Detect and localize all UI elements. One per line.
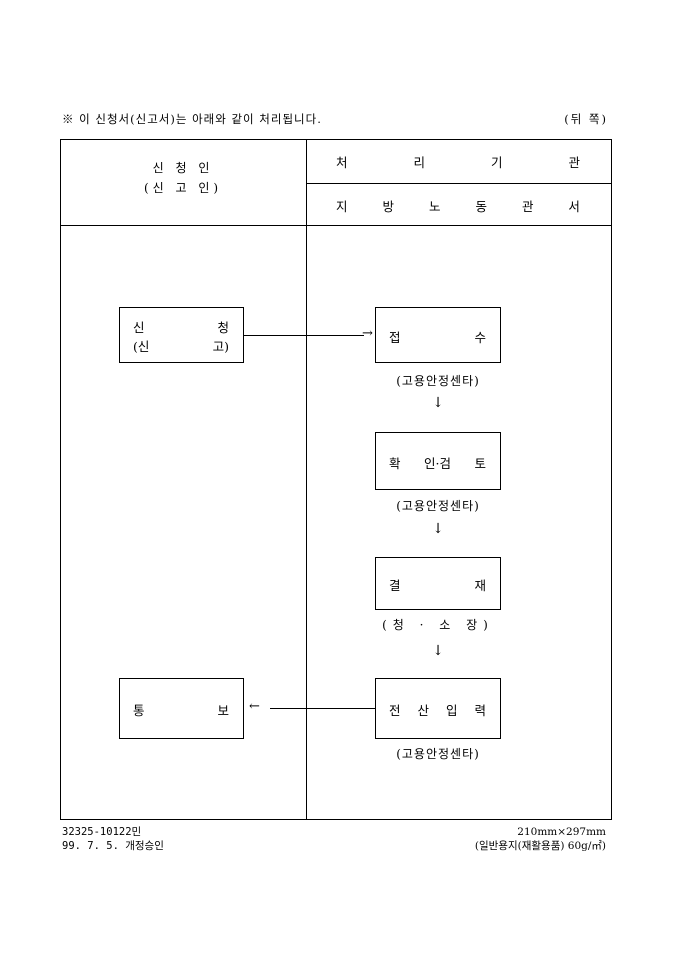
paper-spec-block: 210mm×297mm (일반용지(재활용품) 60g/㎡) [430,825,606,853]
arrow-down-icon: ↓ [432,395,444,411]
header-divider [61,225,611,226]
process-table [60,139,612,820]
notify-char: 통 [133,703,145,718]
step-char: 입 [445,703,458,718]
apply-char: 청 [217,320,229,335]
notify-char: 보 [217,703,229,718]
step-approval-caption: (청 · 소 장) [382,618,494,632]
office-char: 동 [475,199,487,214]
paper-size: 210mm×297mm [517,826,606,838]
office-char: 관 [521,199,534,214]
office-char: 방 [382,199,394,214]
labor-office-header: 지 방 노 동 관 서 [336,196,580,215]
step-char: 결 [389,578,401,593]
arrow-right-icon: → [362,326,373,341]
paper-type: (일반용지(재활용품) 60g/㎡) [474,840,606,852]
step-char: 확 [389,456,401,471]
agency-char: 기 [490,155,503,170]
arrow-to-receipt-line [244,335,364,336]
form-code: 32325-10122민 [62,826,142,838]
office-char: 서 [568,199,580,214]
page-side-label: (뒤 쪽) [564,112,608,126]
step-receipt-caption: (고용안정센타) [396,374,480,388]
apply-char: 신 [133,320,145,335]
step-review-caption: (고용안정센타) [396,499,480,513]
processing-notice: ※ 이 신청서(신고서)는 아래와 같이 처리됩니다. [62,112,322,126]
step-review-box: 확 인·검 토 [375,432,501,490]
step-char: 재 [474,578,486,593]
approval-date: 99. 7. 5. 개정승인 [62,840,164,852]
right-header-divider [306,183,611,184]
column-divider [306,140,307,819]
step-char: 전 [389,703,401,718]
agency-char: 리 [413,155,425,170]
step-char: 수 [474,330,486,345]
apply-box: 신 청 (신 고) [119,307,244,363]
form-code-block: 32325-10122민 99. 7. 5. 개정승인 [62,825,164,853]
agency-char: 관 [568,155,580,170]
office-char: 노 [428,199,441,214]
step-char: 산 [417,703,429,718]
step-char: 접 [389,330,401,345]
step-data-entry-box: 전 산 입 력 [375,678,501,739]
agency-char: 처 [336,155,348,170]
apply-char: 고) [212,339,229,354]
apply-char: (신 [133,339,150,354]
arrow-down-icon: ↓ [432,521,444,537]
step-char: 인·검 [424,456,451,471]
reporter-label: (신 고 인) [143,181,223,195]
arrow-down-icon: ↓ [432,643,444,659]
step-receipt-box: 접 수 [375,307,501,363]
arrow-left-icon: ← [249,699,260,714]
step-approval-box: 결 재 [375,557,501,610]
applicant-label: 신 청 인 [152,161,214,175]
step-char: 토 [474,456,486,471]
step-char: 력 [474,703,486,718]
arrow-to-notice-line [270,708,375,709]
step-data-entry-caption: (고용안정센타) [396,747,480,761]
applicant-header: 신 청 인 (신 고 인) [60,158,306,198]
office-char: 지 [336,199,348,214]
notify-box: 통 보 [119,678,244,739]
processing-agency-header: 처 리 기 관 [336,152,580,171]
